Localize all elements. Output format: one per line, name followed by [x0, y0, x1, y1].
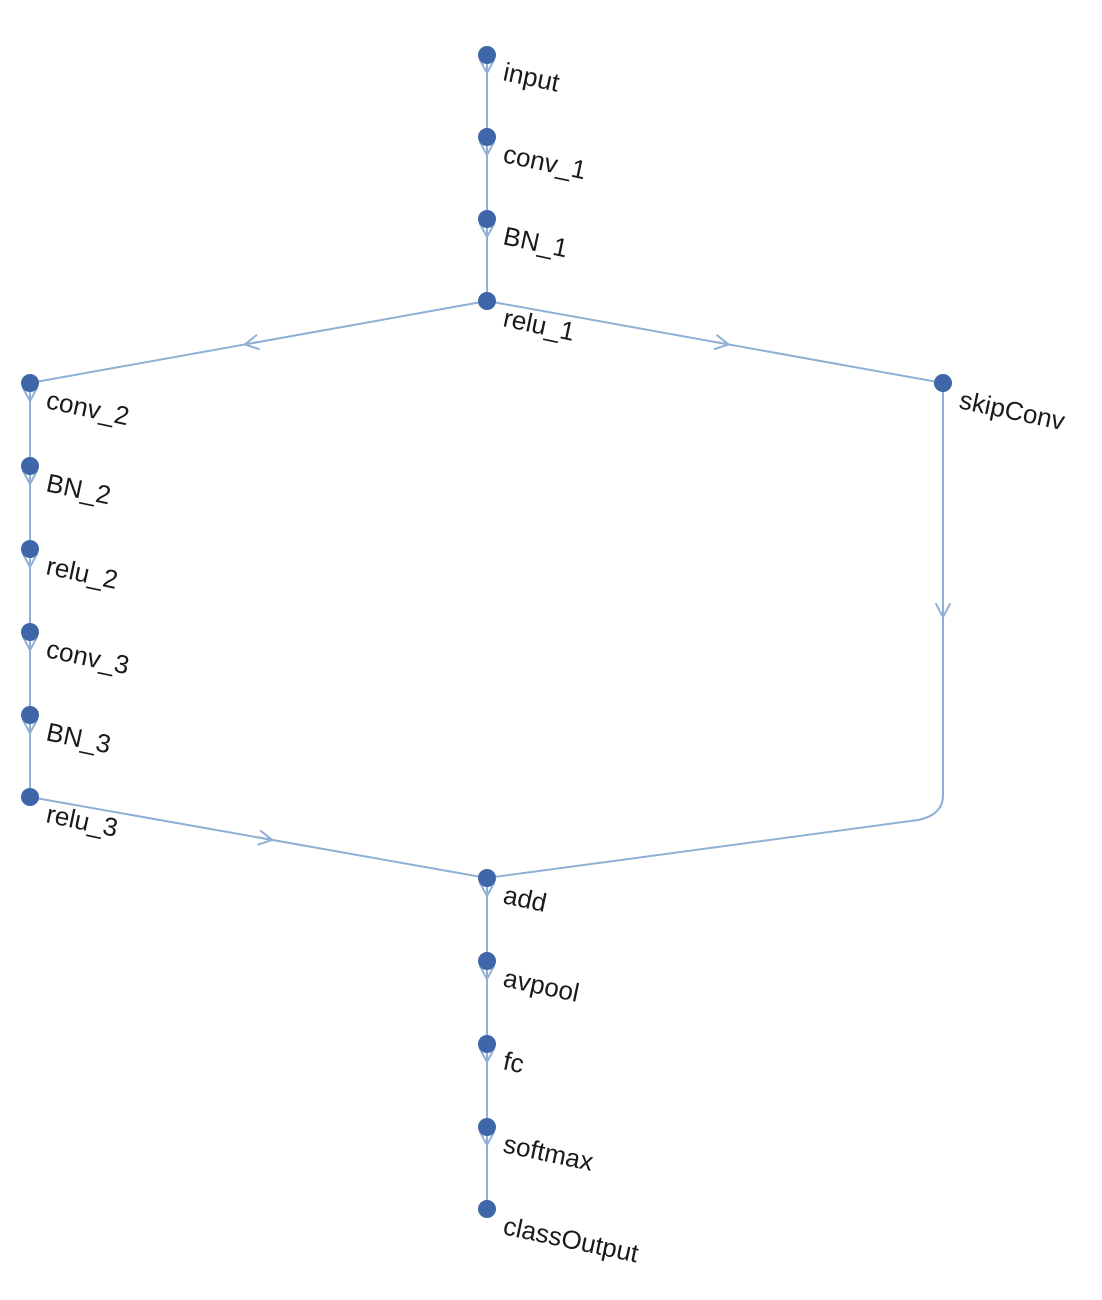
- node-label: BN_1: [501, 221, 571, 264]
- node-dot: [21, 457, 39, 475]
- edges-layer: [22, 55, 951, 1209]
- node-label: classOutput: [501, 1211, 642, 1269]
- node-label: relu_3: [44, 799, 121, 843]
- node-dot: [478, 1118, 496, 1136]
- arrowhead-relu_3-to-add: [257, 829, 274, 846]
- node-label: fc: [501, 1046, 527, 1080]
- node-label: conv_2: [44, 385, 132, 432]
- node-dot: [21, 374, 39, 392]
- node-skipConv: skipConv: [934, 374, 1068, 436]
- node-dot: [478, 128, 496, 146]
- node-dot: [478, 210, 496, 228]
- node-label: conv_1: [501, 139, 589, 186]
- node-label: input: [501, 57, 563, 98]
- node-dot: [21, 623, 39, 641]
- edge-skipConv-to-add: [486, 383, 944, 879]
- node-relu_1: relu_1: [478, 292, 578, 347]
- node-relu_2: relu_2: [21, 540, 121, 595]
- node-label: BN_2: [44, 468, 114, 511]
- node-input: input: [478, 46, 563, 98]
- node-BN_2: BN_2: [21, 457, 114, 510]
- node-dot: [478, 1035, 496, 1053]
- node-label: relu_2: [44, 551, 121, 595]
- node-BN_3: BN_3: [21, 706, 114, 759]
- node-dot: [934, 374, 952, 392]
- node-dot: [21, 788, 39, 806]
- node-label: skipConv: [957, 385, 1068, 437]
- node-relu_3: relu_3: [21, 788, 121, 843]
- node-dot: [478, 292, 496, 310]
- node-dot: [21, 706, 39, 724]
- node-label: conv_3: [44, 634, 132, 681]
- node-conv_2: conv_2: [21, 374, 132, 431]
- node-conv_1: conv_1: [478, 128, 589, 185]
- arrowhead-relu_1-to-conv_2: [243, 334, 260, 351]
- node-classOutput: classOutput: [478, 1200, 642, 1269]
- node-dot: [21, 540, 39, 558]
- node-conv_3: conv_3: [21, 623, 132, 680]
- nodes-layer: input conv_1BN_1 relu_1 conv_2BN_2 relu_2con…: [21, 46, 1068, 1269]
- node-softmax: softmax: [478, 1118, 596, 1177]
- arrowhead-relu_1-to-skipConv: [713, 334, 730, 351]
- node-dot: [478, 952, 496, 970]
- node-avpool: avpool: [478, 952, 582, 1008]
- node-label: softmax: [501, 1129, 596, 1177]
- node-label: BN_3: [44, 717, 114, 760]
- node-dot: [478, 869, 496, 887]
- node-label: relu_1: [501, 303, 578, 347]
- node-BN_1: BN_1: [478, 210, 571, 263]
- node-dot: [478, 1200, 496, 1218]
- node-label: add: [501, 880, 550, 918]
- node-label: avpool: [501, 963, 582, 1008]
- node-dot: [478, 46, 496, 64]
- arrowhead-skipConv-to-add: [935, 603, 951, 618]
